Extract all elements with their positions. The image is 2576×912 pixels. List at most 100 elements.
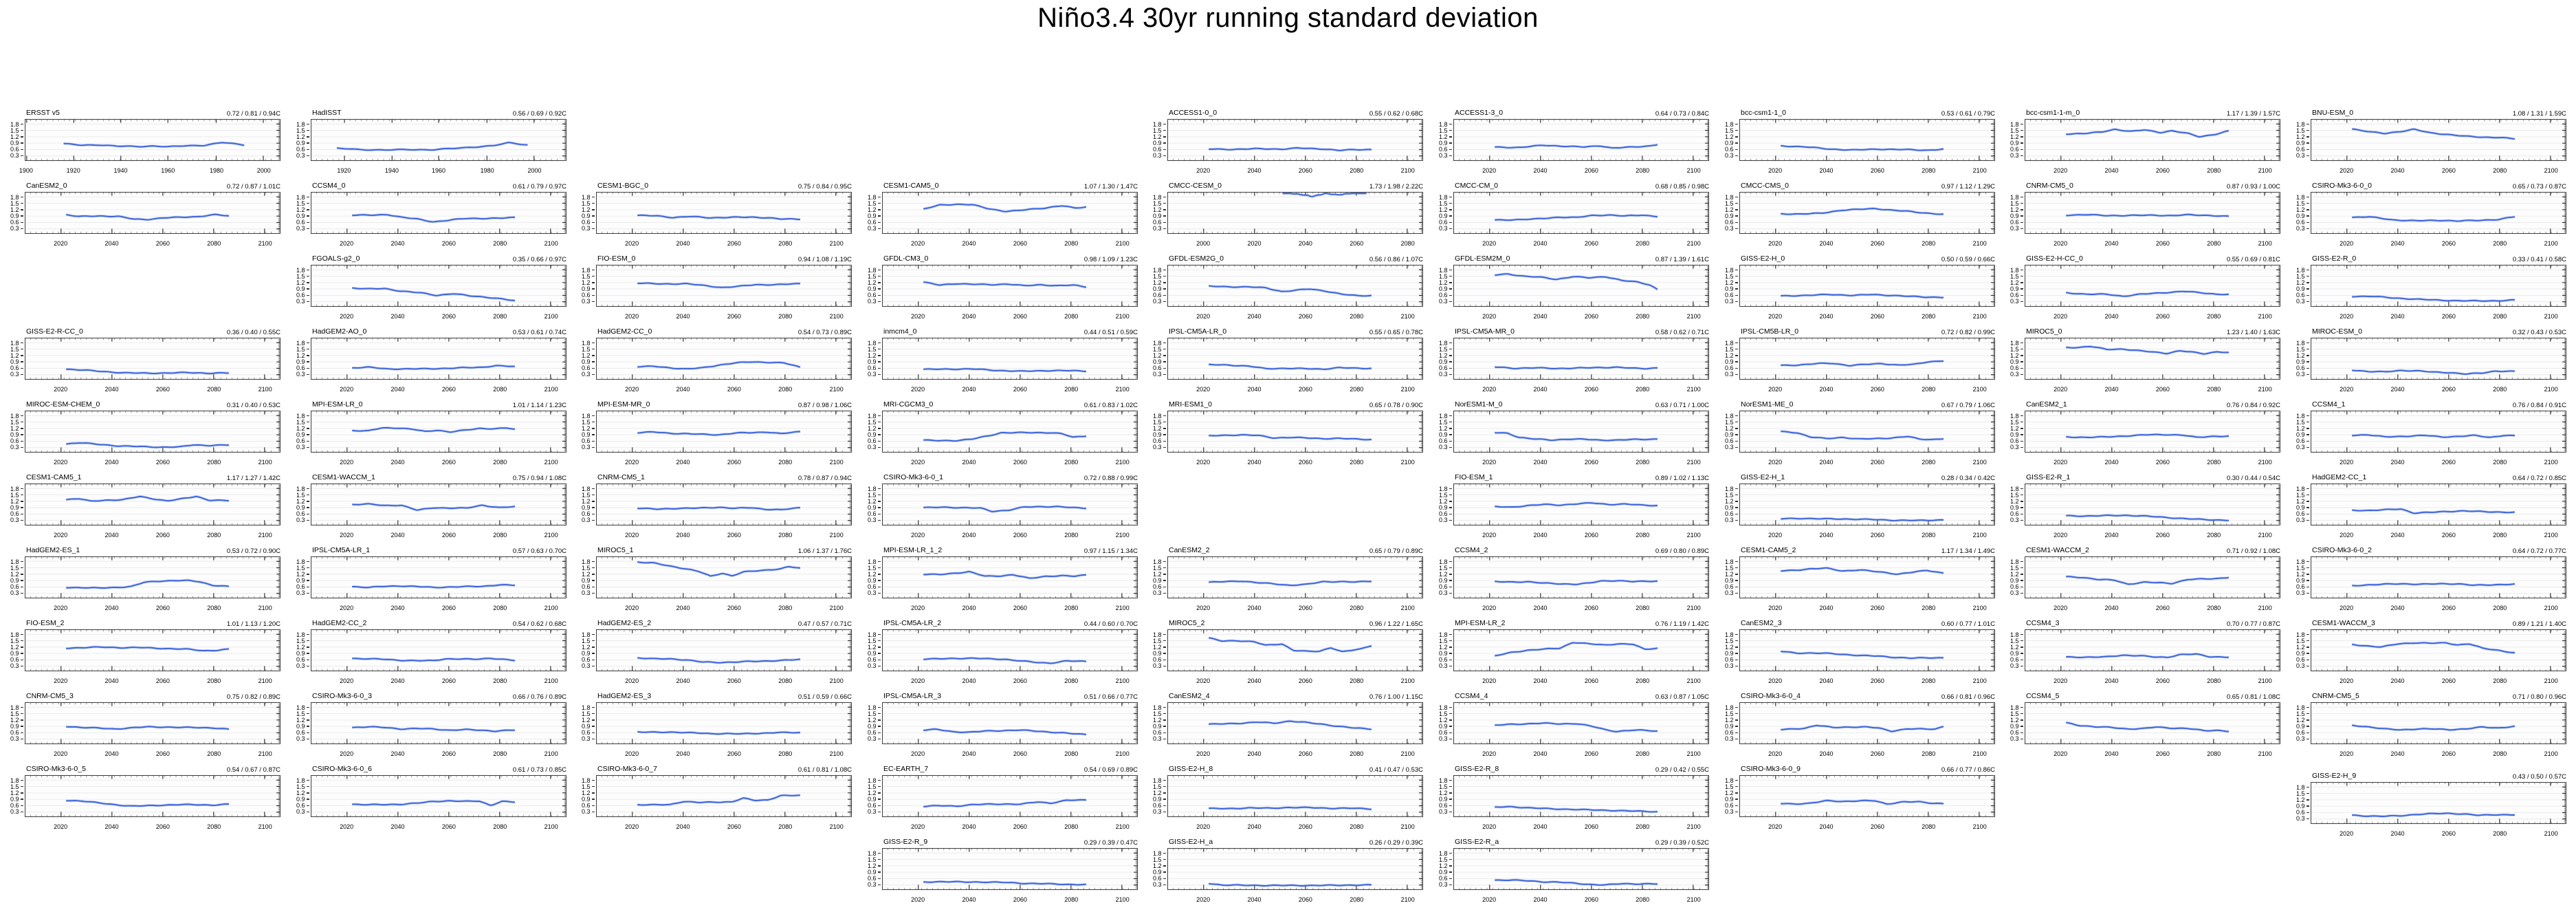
y-tick-mark	[306, 415, 309, 417]
y-tick-label: 1.8	[1993, 631, 2023, 638]
x-tick-label: 2020	[340, 532, 354, 539]
y-tick-label: 1.5	[279, 710, 309, 717]
y-tick-mark	[2020, 228, 2023, 229]
y-tick-label: 1.5	[1136, 273, 1166, 280]
x-tick-label: 2020	[2340, 532, 2354, 539]
y-tick-mark	[2306, 799, 2309, 801]
y-tick-label: 1.5	[850, 200, 881, 207]
panel-plot	[1740, 120, 1994, 160]
x-tick-label: 2060	[727, 750, 741, 757]
y-tick-label: 0.9	[564, 285, 595, 292]
y-tick-mark	[877, 221, 881, 223]
y-tick-label: 1.8	[850, 194, 881, 201]
x-tick-label: 2020	[1196, 896, 1211, 903]
x-tick-label: 2100	[1400, 823, 1415, 830]
x-tick-label: 2020	[340, 823, 354, 830]
panel-title: CNRM-CM5_3	[26, 692, 74, 700]
panel-title: MPI-ESM-LR_2	[1455, 619, 1506, 627]
y-tick-mark	[2306, 707, 2309, 708]
x-tick-label: 2020	[2054, 750, 2068, 757]
x-tick-label: 2080	[778, 532, 793, 539]
y-tick-mark	[591, 415, 595, 417]
x-tick-label: 2060	[1013, 605, 1027, 611]
y-tick-label: 1.8	[1422, 121, 1452, 128]
y-tick-label: 0.9	[1993, 431, 2023, 438]
panel-title: GISS-E2-R-CC_0	[26, 327, 83, 336]
y-tick-label: 0.6	[2279, 292, 2309, 298]
x-tick-label: 2060	[1013, 823, 1027, 830]
x-tick-label: 2040	[104, 240, 119, 247]
panel-stats: 0.50 / 0.59 / 0.66C	[1941, 255, 1995, 263]
panel-plot	[311, 411, 566, 452]
panel-plot	[25, 776, 280, 816]
y-tick-mark	[2020, 288, 2023, 290]
y-tick-label: 1.5	[850, 783, 881, 790]
y-tick-mark	[1449, 142, 1452, 144]
y-tick-label: 0.9	[279, 796, 309, 803]
y-tick-label: 1.2	[1993, 717, 2023, 724]
plot-frame	[1167, 702, 1423, 744]
y-tick-mark	[1735, 282, 1738, 283]
y-tick-mark	[877, 301, 881, 302]
x-tick-label: 2080	[1350, 823, 1364, 830]
panel-title: CSIRO-Mk3-6-0_1	[883, 473, 943, 481]
x-tick-label: 2040	[2390, 459, 2405, 466]
x-tick-label: 2040	[676, 677, 690, 684]
x-tick-label: 2060	[1013, 896, 1027, 903]
y-tick-label: 1.2	[850, 571, 881, 578]
y-tick-mark	[306, 373, 309, 375]
y-tick-label: 0.6	[1993, 437, 2023, 444]
plot-frame	[1167, 629, 1423, 671]
x-tick-label: 2040	[104, 459, 119, 466]
x-tick-label: 2040	[1819, 459, 1834, 466]
y-tick-label: 1.2	[2279, 717, 2309, 724]
y-tick-mark	[1449, 871, 1452, 873]
x-tick-label: 2100	[258, 605, 272, 611]
y-tick-label: 0.3	[1708, 662, 1738, 669]
y-tick-label: 0.3	[0, 371, 23, 378]
panel-title: CanESM2_3	[1741, 619, 1782, 627]
y-tick-mark	[1735, 567, 1738, 569]
panel-title: HadGEM2-ES_3	[597, 692, 652, 700]
x-tick-label: 2040	[676, 532, 690, 539]
y-tick-label: 0.9	[564, 796, 595, 803]
panel-title: CCSM4_3	[2026, 619, 2060, 627]
y-tick-mark	[1735, 136, 1738, 138]
y-tick-mark	[2306, 634, 2309, 636]
x-tick-label: 2020	[1768, 167, 1783, 174]
y-tick-label: 1.5	[279, 638, 309, 644]
y-tick-label: 0.3	[0, 735, 23, 742]
panel-stats: 0.57 / 0.63 / 0.70C	[512, 547, 566, 555]
y-tick-mark	[1163, 853, 1166, 854]
x-tick-label: 2060	[1584, 896, 1598, 903]
x-tick-label: 2100	[1400, 459, 1415, 466]
panel-title: FGOALS-g2_0	[312, 254, 360, 263]
y-tick-mark	[1449, 707, 1452, 708]
panel-plot	[1168, 557, 1422, 598]
panel-stats: 0.41 / 0.47 / 0.53C	[1369, 766, 1423, 774]
y-tick-mark	[2306, 507, 2309, 508]
y-tick-mark	[591, 567, 595, 569]
y-tick-label: 0.3	[279, 225, 309, 232]
plot-frame	[882, 484, 1138, 525]
x-tick-label: 2060	[1584, 459, 1598, 466]
y-tick-label: 0.6	[564, 583, 595, 590]
y-tick-label: 1.5	[1708, 419, 1738, 426]
y-tick-mark	[2306, 136, 2309, 138]
x-tick-label: 2080	[1064, 532, 1079, 539]
plot-frame	[311, 484, 566, 525]
panel-plot	[2311, 120, 2566, 160]
x-tick-label: 2060	[2441, 386, 2456, 393]
y-tick-mark	[877, 792, 881, 794]
y-tick-label: 0.6	[1993, 729, 2023, 736]
y-tick-mark	[1449, 149, 1452, 150]
y-tick-mark	[1163, 415, 1166, 417]
